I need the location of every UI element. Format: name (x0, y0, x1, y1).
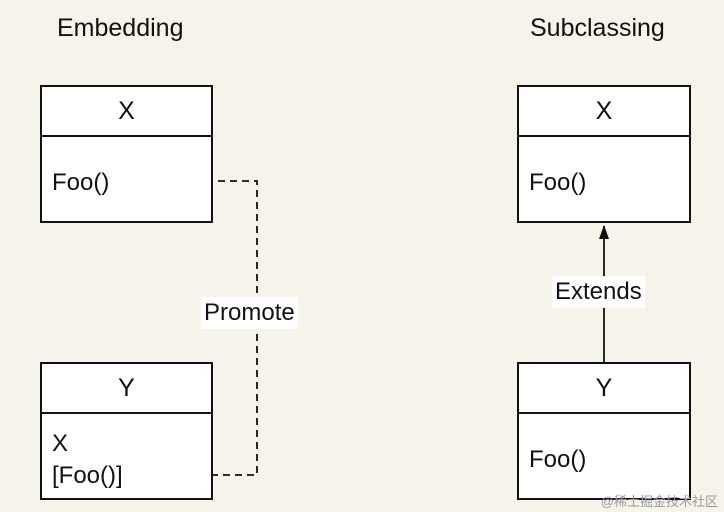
member-foo: Foo() (529, 446, 587, 473)
class-title: Y (42, 364, 211, 414)
member-x: X (52, 430, 69, 457)
class-title: Y (519, 364, 689, 414)
subclassing-class-y: Y Foo() (517, 362, 691, 500)
embedding-heading: Embedding (57, 14, 184, 42)
extends-label: Extends (552, 276, 645, 308)
watermark: @稀土掘金技术社区 (600, 494, 718, 509)
class-title: X (519, 87, 689, 137)
member-foo: Foo() (529, 169, 587, 196)
class-members: X [Foo()] (42, 414, 211, 492)
promote-label: Promote (201, 297, 298, 329)
class-members: Foo() (519, 137, 689, 199)
member-foo: Foo() (52, 169, 110, 196)
embedding-class-y: Y X [Foo()] (40, 362, 213, 500)
class-members: Foo() (42, 137, 211, 199)
class-members: Foo() (519, 414, 689, 476)
embedding-class-x: X Foo() (40, 85, 213, 223)
member-promoted-foo: [Foo()] (52, 462, 123, 489)
subclassing-heading: Subclassing (530, 14, 665, 42)
class-title: X (42, 87, 211, 137)
subclassing-class-x: X Foo() (517, 85, 691, 223)
